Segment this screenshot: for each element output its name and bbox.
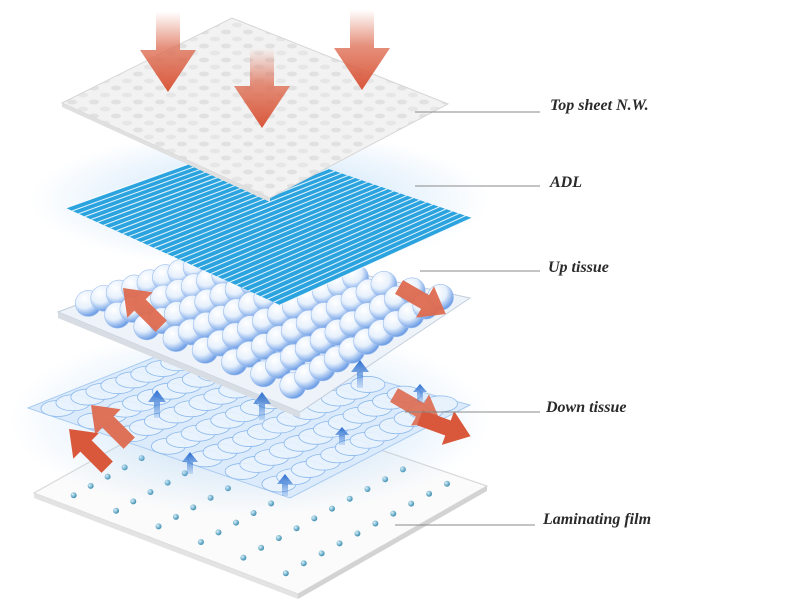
film-dot xyxy=(336,540,343,547)
adl-stripe xyxy=(191,186,381,266)
adl-stripe xyxy=(204,190,394,272)
label-laminating-film: Laminating film xyxy=(543,511,652,528)
adl-stripe xyxy=(235,201,427,286)
film-dot xyxy=(155,523,162,530)
film-dot xyxy=(282,570,289,577)
adl-stripe xyxy=(229,199,420,283)
diagonal-arrow-icon xyxy=(123,288,167,332)
film-dot xyxy=(215,529,222,536)
upward-arrows xyxy=(148,360,427,496)
adl-stripe xyxy=(248,206,440,292)
film-dot xyxy=(258,544,265,551)
film-dot xyxy=(233,519,240,526)
label-up-tissue: Up tissue xyxy=(548,259,609,276)
up-arrow-icon xyxy=(277,474,293,496)
label-down-tissue: Down tissue xyxy=(546,399,627,416)
film-dot xyxy=(300,560,307,567)
inflow-arrows xyxy=(140,10,390,128)
diagonal-arrow-icon xyxy=(91,405,135,449)
adl-stripe xyxy=(185,183,375,263)
leader-lines xyxy=(395,111,540,526)
adl-stripe xyxy=(172,179,362,258)
down-arrow-icon xyxy=(334,10,390,90)
down-arrow-icon xyxy=(234,48,290,128)
up-arrow-icon xyxy=(351,360,369,388)
up-arrow-icon xyxy=(148,390,166,418)
film-dot xyxy=(275,535,282,541)
film-dot xyxy=(354,530,361,537)
label-adl: ADL xyxy=(550,174,582,191)
adl-stripe xyxy=(166,177,355,255)
film-dot xyxy=(293,525,300,532)
diagonal-arrow-icon xyxy=(395,280,446,318)
label-top-sheet: Top sheet N.W. xyxy=(550,97,649,114)
diagonal-arrow-icon xyxy=(417,410,471,445)
adl-stripe xyxy=(179,181,368,260)
film-dot xyxy=(172,513,179,520)
spread-arrows xyxy=(69,280,471,473)
up-arrow-icon xyxy=(413,384,427,402)
adl-stripe xyxy=(216,195,407,277)
adl-stripe xyxy=(279,217,473,306)
film-dot xyxy=(240,554,247,561)
film-dot xyxy=(408,500,415,507)
adl-stripe xyxy=(267,213,460,300)
film-dot xyxy=(318,550,325,557)
adl-stripe xyxy=(147,170,336,246)
down-arrow-icon xyxy=(140,12,196,92)
adl-stripe xyxy=(153,172,342,249)
adl-stripe xyxy=(197,188,388,269)
film-dot xyxy=(390,510,397,517)
diagonal-arrow-icon xyxy=(69,429,113,473)
film-dot xyxy=(113,507,120,514)
film-dot xyxy=(372,520,379,527)
up-arrow-icon xyxy=(182,452,198,474)
adl-layer xyxy=(30,130,490,306)
film-dot xyxy=(197,539,204,545)
up-arrow-icon xyxy=(335,427,349,445)
wave-cell xyxy=(350,376,386,393)
adl-stripe xyxy=(273,215,466,303)
film-dot xyxy=(311,515,318,522)
adl-stripe xyxy=(223,197,414,280)
up-arrow-icon xyxy=(253,392,271,420)
adl-stripe xyxy=(160,175,349,252)
adl-stripe xyxy=(242,204,434,289)
film-dot xyxy=(70,492,77,499)
adl-stripe xyxy=(260,210,453,297)
adl-stripe xyxy=(254,208,447,295)
film-dot xyxy=(443,480,450,487)
film-dot xyxy=(426,490,433,497)
adl-stripe xyxy=(210,192,401,275)
